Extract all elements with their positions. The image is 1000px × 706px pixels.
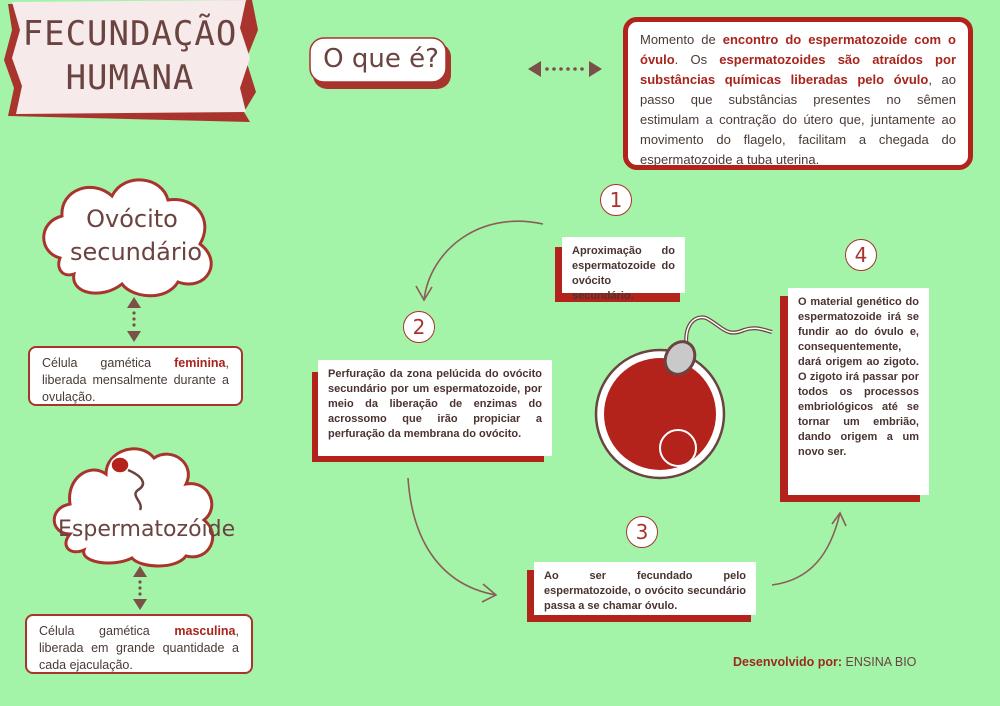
oocyte-desc-text: Célula gamética xyxy=(42,356,175,370)
step-number-1: 1 xyxy=(600,184,632,216)
step-number-4: 4 xyxy=(845,239,877,271)
credit-name: ENSINA BIO xyxy=(845,655,917,669)
cloud-oocyte xyxy=(42,178,213,298)
question-label: O que é? xyxy=(323,44,439,74)
definition-text-1: Momento de xyxy=(640,32,723,47)
oocyte-cloud-label: Ovócito secundário xyxy=(70,203,203,269)
definition-box: Momento de encontro do espermatozoide co… xyxy=(623,17,973,170)
oocyte-desc-text-2: , liberada mensalmente durante a ovulaçã… xyxy=(42,356,229,404)
sperm-desc-text: Célula gamética xyxy=(39,624,175,638)
oocyte-desc-highlight: feminina xyxy=(174,356,226,370)
definition-highlight-2: espermatozoides são atraídos por substân… xyxy=(640,52,957,87)
step4-box: O material genético do espermatozoide ir… xyxy=(788,288,929,495)
flow-arrows xyxy=(407,220,847,603)
dotted-arrow-icon-1 xyxy=(127,297,141,342)
step-number-3: 3 xyxy=(626,516,658,548)
cloud-sperm xyxy=(52,447,215,568)
credit: Desenvolvido por: ENSINA BIO xyxy=(733,655,916,669)
sperm-desc-text-2: , liberada em grande quantidade a cada e… xyxy=(39,624,239,672)
page-title-line1: FECUNDAÇÃO xyxy=(22,14,238,54)
step2-box: Perfuração da zona pelúcida do ovócito s… xyxy=(318,360,552,456)
definition-text-2: . Os xyxy=(674,52,720,67)
step1-box: Aproximação do espermatozoide do ovócito… xyxy=(562,237,685,302)
dotted-arrow-icon-2 xyxy=(133,566,147,610)
page-title-line2: HUMANA xyxy=(65,58,195,98)
question-pill xyxy=(309,37,447,83)
sperm-desc-highlight: masculina xyxy=(174,624,236,638)
oocyte-description: Célula gamética feminina, liberada mensa… xyxy=(28,346,243,406)
title-paper xyxy=(12,0,250,114)
sperm-description: Célula gamética masculina, liberada em g… xyxy=(25,614,253,674)
oocyte-cloud-line2: secundário xyxy=(70,238,203,266)
page-title: FECUNDAÇÃO HUMANA xyxy=(20,12,240,100)
sperm-cloud-label: Espermatozóide xyxy=(58,517,236,542)
credit-label: Desenvolvido por: xyxy=(733,655,843,669)
step3-box: Ao ser fecundado pelo espermatozoide, o … xyxy=(534,562,756,615)
double-arrow-icon xyxy=(528,61,602,77)
egg-cell-illustration xyxy=(594,315,773,480)
oocyte-cloud-line1: Ovócito xyxy=(86,205,178,233)
definition-highlight-1: encontro do espermatozoide com o óvulo xyxy=(640,32,956,67)
sperm-icon xyxy=(110,456,145,511)
step-number-2: 2 xyxy=(403,311,435,343)
definition-text-3: , ao passo que substâncias presentes no … xyxy=(640,72,957,167)
